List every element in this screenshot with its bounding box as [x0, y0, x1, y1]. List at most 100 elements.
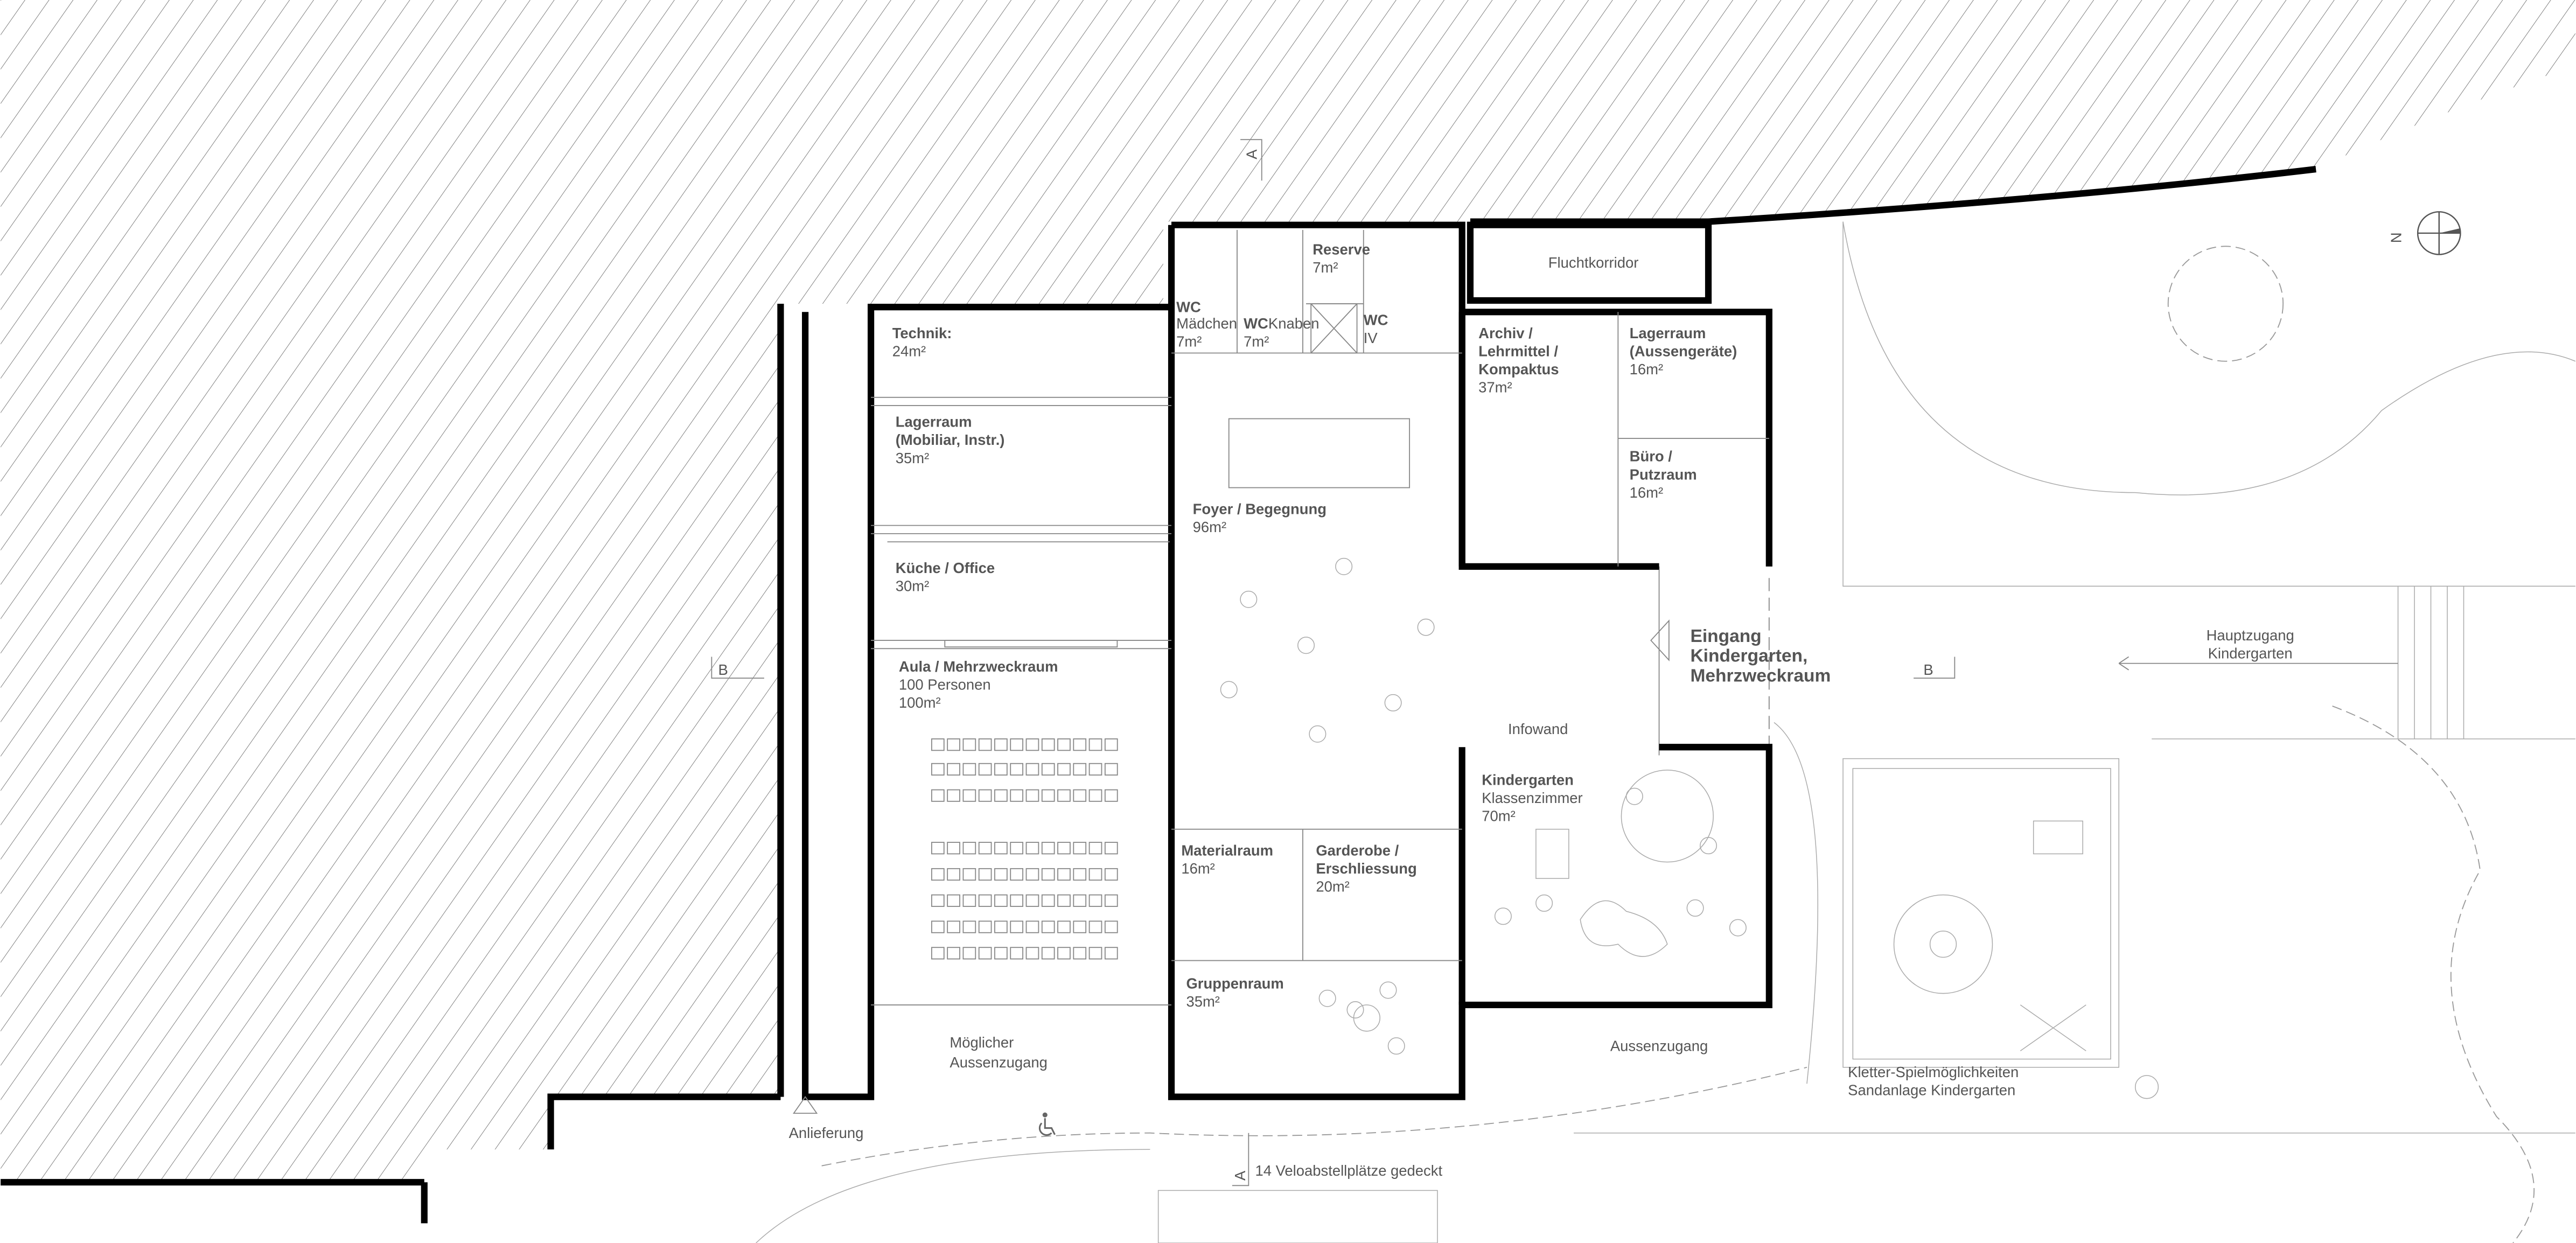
- room-technik: Technik: 24m²: [892, 325, 952, 360]
- aula-chair: [931, 842, 945, 855]
- aula-chair: [962, 894, 976, 907]
- label-eingang-2: Kindergarten,: [1690, 646, 1807, 666]
- room-sub: Mädchen: [1176, 315, 1237, 332]
- room-name: Gruppenraum: [1186, 975, 1283, 991]
- aula-chair: [931, 894, 945, 907]
- aula-chair: [1025, 738, 1039, 751]
- room-name: Lagerraum: [1630, 325, 1706, 341]
- aula-chair: [994, 947, 1008, 960]
- aula-chair: [978, 920, 992, 933]
- site-lines: [756, 221, 2576, 1243]
- aula-chair: [1010, 842, 1024, 855]
- section-marker-a-bottom: A: [1232, 1133, 1249, 1186]
- terrain-hatch: [1, 0, 2575, 1183]
- stool: [1379, 981, 1397, 999]
- aula-chair: [978, 868, 992, 881]
- aula-chair: [1025, 842, 1039, 855]
- label-eingang-3: Mehrzweckraum: [1690, 666, 1831, 686]
- room-area: 16m²: [1630, 361, 1663, 378]
- aula-chair: [1010, 868, 1024, 881]
- aula-chair: [931, 763, 945, 776]
- stool: [1686, 899, 1704, 917]
- room-garderobe: Garderobe / Erschliessung 20m²: [1316, 842, 1416, 895]
- aula-chair: [978, 842, 992, 855]
- aula-chair: [1041, 920, 1055, 933]
- aula-chair: [1025, 920, 1039, 933]
- aula-chair: [947, 947, 960, 960]
- aula-chair: [1041, 868, 1055, 881]
- aula-chair: [1073, 947, 1087, 960]
- stool: [1700, 837, 1718, 855]
- aula-chair: [1025, 868, 1039, 881]
- aula-chair: [962, 763, 976, 776]
- aula-chair: [962, 868, 976, 881]
- room-name: Reserve: [1313, 241, 1370, 258]
- walls: [802, 221, 1772, 1100]
- label-infowand: Infowand: [1508, 721, 1568, 737]
- room-wc-iv: WC IV: [1364, 312, 1388, 347]
- aula-chair: [947, 868, 960, 881]
- label-kletter-1: Kletter-Spielmöglichkeiten: [1848, 1064, 2019, 1080]
- room-name: WC: [1364, 312, 1388, 329]
- room-area: 16m²: [1181, 860, 1214, 877]
- aula-chair: [962, 920, 976, 933]
- aula-chair: [1010, 738, 1024, 751]
- room-area: 30m²: [896, 578, 929, 595]
- aula-chair: [994, 789, 1008, 802]
- room-name: Foyer / Begegnung: [1193, 500, 1327, 517]
- room-name: Technik:: [892, 325, 952, 341]
- aula-chair: [962, 789, 976, 802]
- aula-chair: [1088, 920, 1102, 933]
- furniture: [1220, 557, 1747, 1055]
- aula-chair: [1088, 763, 1102, 776]
- section-marker-a-top: A: [1240, 139, 1262, 181]
- room-buero: Büro / Putzraum 16m²: [1630, 448, 1697, 501]
- room-area: 16m²: [1630, 484, 1663, 501]
- aula-chair: [947, 894, 960, 907]
- room-name-2: (Aussengeräte): [1630, 343, 1737, 360]
- wheelchair-icon: [1038, 1112, 1056, 1136]
- aula-chair: [931, 738, 945, 751]
- aula-chair: [1088, 947, 1102, 960]
- aula-chair: [994, 738, 1008, 751]
- room-lagerraum-aussengeraete: Lagerraum (Aussengeräte) 16m²: [1630, 325, 1737, 378]
- room-area: 7m²: [1244, 333, 1269, 350]
- room-area: 20m²: [1316, 878, 1349, 895]
- aula-chair: [962, 842, 976, 855]
- room-name-2: Erschliessung: [1316, 860, 1416, 877]
- aula-chair: [1088, 868, 1102, 881]
- stool: [1240, 590, 1258, 608]
- aula-chair: [1010, 763, 1024, 776]
- room-wc-maedchen: WC Mädchen 7m²: [1176, 298, 1237, 350]
- aula-chair: [1073, 763, 1087, 776]
- aula-chair: [1041, 842, 1055, 855]
- room-area: 7m²: [1176, 333, 1202, 350]
- room-name: Garderobe /: [1316, 842, 1399, 858]
- room-name: WC: [1176, 298, 1201, 315]
- aula-chair: [994, 920, 1008, 933]
- room-area: 35m²: [1186, 993, 1219, 1010]
- aula-chair: [1104, 947, 1118, 960]
- aula-chair: [1073, 894, 1087, 907]
- label-moeglicher-2: Aussenzugang: [950, 1054, 1047, 1071]
- aula-chair: [1057, 947, 1071, 960]
- room-aula: Aula / Mehrzweckraum 100 Personen 100m²: [899, 658, 1058, 711]
- main-access-arrow-icon: [2118, 656, 2398, 671]
- room-area: 70m²: [1482, 807, 1515, 824]
- room-area: 37m²: [1478, 379, 1512, 396]
- aula-chair: [1057, 738, 1071, 751]
- room-name-3: Kompaktus: [1478, 361, 1559, 378]
- aula-chair: [994, 763, 1008, 776]
- aula-chair: [978, 763, 992, 776]
- room-name: WC: [1244, 315, 1268, 332]
- aula-chair: [978, 789, 992, 802]
- room-gruppenraum: Gruppenraum 35m²: [1186, 975, 1283, 1010]
- aula-chair: [1073, 738, 1087, 751]
- aula-chair: [1073, 868, 1087, 881]
- aula-chair: [978, 738, 992, 751]
- room-name: Aula / Mehrzweckraum: [899, 658, 1058, 675]
- label-eingang-1: Eingang: [1690, 626, 1761, 646]
- room-wc-knaben: WC Knaben 7m²: [1244, 315, 1319, 350]
- stool: [1729, 919, 1747, 937]
- stool: [1309, 725, 1327, 743]
